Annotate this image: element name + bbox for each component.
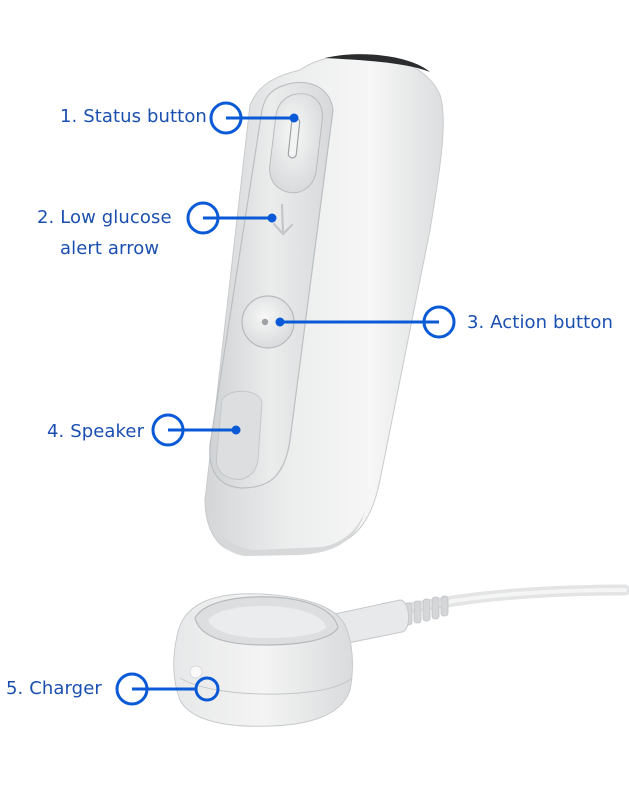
callout-2-dot bbox=[267, 213, 277, 223]
callout-label-low-glucose-arrow: 2. Low glucose alert arrow bbox=[37, 202, 172, 264]
low-glucose-arrow-icon bbox=[272, 203, 294, 236]
cable-strain-relief bbox=[404, 595, 449, 626]
callout-5-text: 5. Charger bbox=[6, 678, 102, 699]
action-button-dot bbox=[261, 318, 269, 326]
charger-dock bbox=[173, 593, 353, 727]
receiver-device bbox=[204, 54, 444, 556]
callout-2-text-line2: alert arrow bbox=[60, 238, 160, 259]
receiver-top-edge bbox=[325, 54, 430, 72]
charger-cable bbox=[329, 584, 629, 646]
callout-4-dot bbox=[231, 425, 241, 435]
speaker-area bbox=[215, 390, 263, 480]
callout-3-dot bbox=[275, 317, 285, 327]
callout-label-action-button: 3. Action button bbox=[467, 307, 613, 338]
callout-label-speaker: 4. Speaker bbox=[47, 416, 144, 447]
callout-1-text: 1. Status button bbox=[60, 106, 207, 127]
callout-connectors bbox=[115, 101, 456, 706]
charger-led bbox=[189, 665, 203, 679]
callout-label-charger: 5. Charger bbox=[6, 673, 102, 704]
callout-1-dot bbox=[289, 113, 299, 123]
callout-5-ring-inner bbox=[194, 676, 220, 702]
callout-label-status-button: 1. Status button bbox=[60, 101, 207, 132]
callout-2-text-line1: 2. Low glucose bbox=[37, 207, 172, 228]
callout-3-text: 3. Action button bbox=[467, 312, 613, 333]
callout-4-text: 4. Speaker bbox=[47, 421, 145, 442]
